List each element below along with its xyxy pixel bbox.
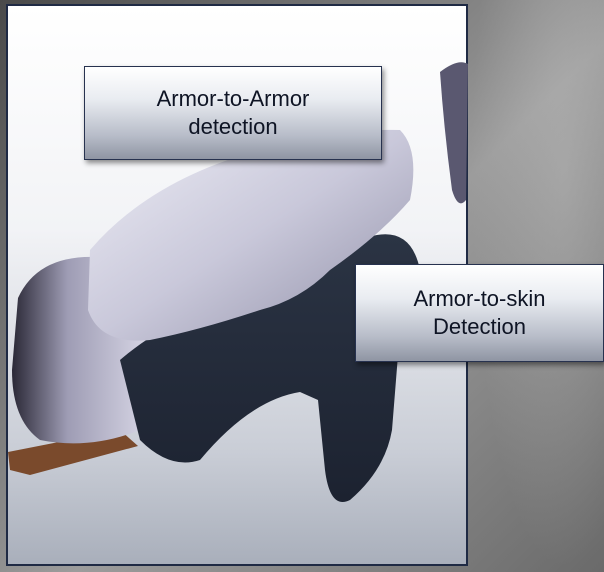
callout-armor-to-skin: Armor-to-skin Detection: [355, 264, 604, 362]
callout-line: detection: [157, 113, 310, 141]
callout-line: Armor-to-skin: [413, 285, 545, 313]
callout-line: Armor-to-Armor: [157, 85, 310, 113]
callout-armor-to-armor: Armor-to-Armor detection: [84, 66, 382, 160]
callout-line: Detection: [413, 313, 545, 341]
